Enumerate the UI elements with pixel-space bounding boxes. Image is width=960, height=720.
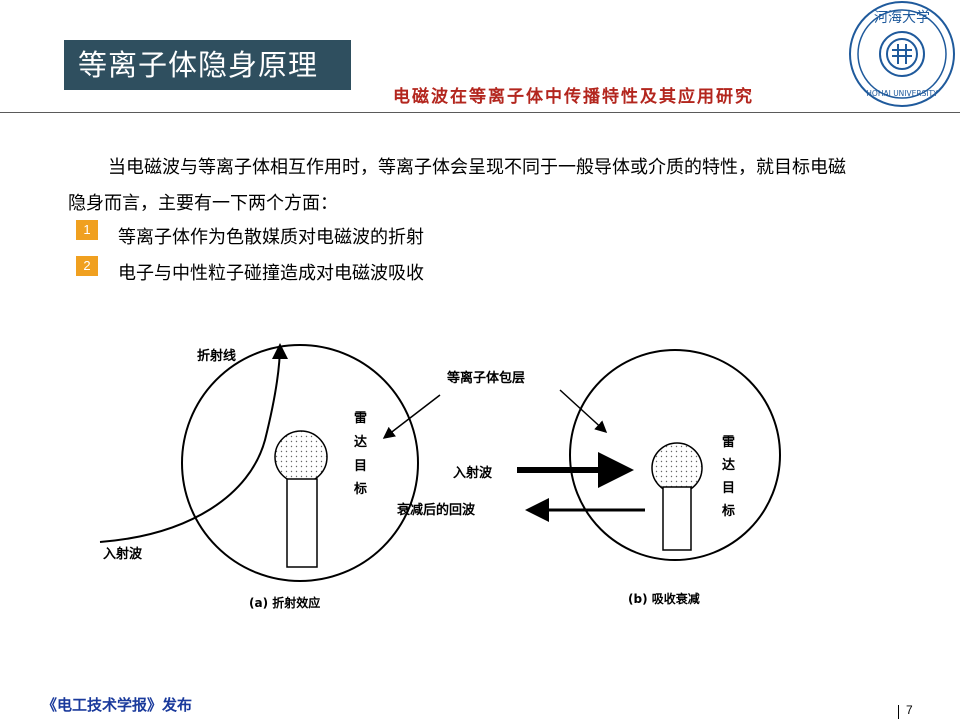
plasma-pointer-b <box>559 389 608 434</box>
header-divider <box>0 112 960 113</box>
footer-publisher: 《电工技术学报》发布 <box>42 696 193 714</box>
svg-text:雷: 雷 <box>722 434 735 450</box>
svg-text:达: 达 <box>722 457 735 473</box>
panel-a: 折射线 入射波 雷 达 目 标 (a) 折射效应 <box>99 343 441 610</box>
plasma-sphere-b <box>569 349 781 561</box>
label-plasma-layer: 等离子体包层 <box>446 370 525 386</box>
label-incident-a: 入射波 <box>103 546 143 562</box>
caption-a: (a) 折射效应 <box>249 595 320 610</box>
plasma-stealth-figure: 折射线 入射波 雷 达 目 标 (a) 折射效应 等离子体包层 入射波 衰减后的… <box>99 343 781 610</box>
item-badge-2: 2 <box>76 256 98 276</box>
label-refracted: 折射线 <box>197 348 236 364</box>
target-body-a <box>286 478 318 568</box>
svg-text:目: 目 <box>722 481 735 496</box>
refracted-ray <box>99 343 288 543</box>
svg-text:雷: 雷 <box>354 410 367 426</box>
page-number: 7 <box>906 703 913 717</box>
page-separator <box>898 705 899 719</box>
item-text-2: 电子与中性粒子碰撞造成对电磁波吸收 <box>118 263 424 284</box>
label-target-b: 雷 达 目 标 <box>721 434 735 519</box>
target-head-a <box>274 430 328 484</box>
item-badge-1: 1 <box>76 220 98 240</box>
svg-text:标: 标 <box>353 481 367 497</box>
label-attenuated: 衰减后的回波 <box>396 502 476 518</box>
target-head-b <box>651 442 703 494</box>
intro-paragraph: 当电磁波与等离子体相互作用时，等离子体会呈现不同于一般导体或介质的特性，就目标电… <box>68 157 846 214</box>
svg-text:目: 目 <box>354 459 367 474</box>
slide-title: 等离子体隐身原理 <box>64 40 351 90</box>
plasma-sphere-a <box>181 344 419 582</box>
slide-subtitle: 电磁波在等离子体中传播特性及其应用研究 <box>393 87 754 107</box>
target-body-b <box>662 486 692 551</box>
university-logo: 河海大学 HOHAI UNIVERSITY <box>849 1 955 107</box>
label-incident-b: 入射波 <box>453 465 493 481</box>
logo-text-bottom: HOHAI UNIVERSITY <box>866 89 938 98</box>
caption-b: (b) 吸收衰减 <box>628 591 700 606</box>
label-target-a: 雷 达 目 标 <box>353 410 367 497</box>
svg-text:达: 达 <box>354 434 367 450</box>
plasma-pointer-a <box>382 394 441 439</box>
item-text-1: 等离子体作为色散媒质对电磁波的折射 <box>118 227 424 248</box>
panel-b: 等离子体包层 入射波 衰减后的回波 雷 达 目 标 (b) 吸收衰减 <box>396 349 781 606</box>
logo-text-top: 河海大学 <box>874 10 930 26</box>
svg-text:标: 标 <box>721 503 735 519</box>
